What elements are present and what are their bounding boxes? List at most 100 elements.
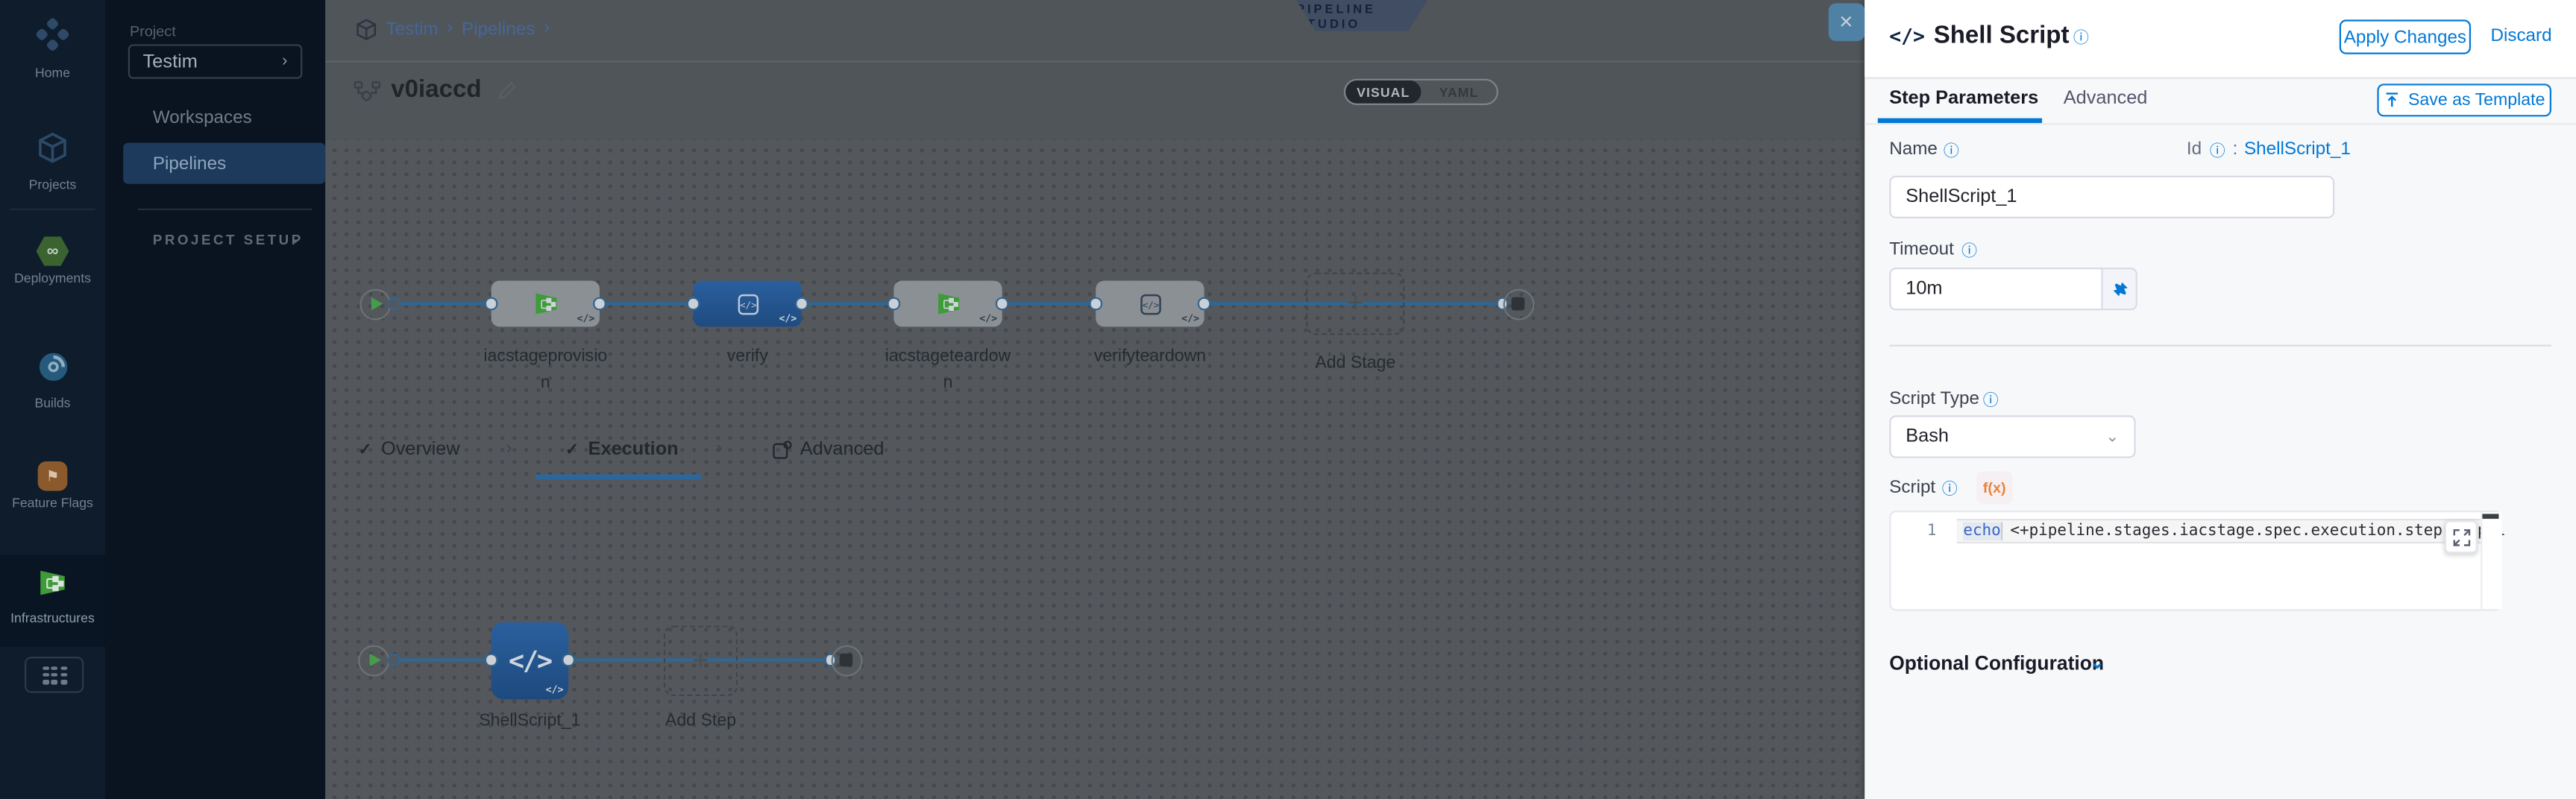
name-label: Name — [1889, 139, 1938, 160]
breadcrumb-bar: Testim › Pipelines › PIPELINE STUDIO — [325, 0, 1865, 61]
tab-execution[interactable]: Execution — [588, 440, 679, 460]
save-as-template-button[interactable]: Save as Template — [2377, 83, 2551, 117]
info-icon[interactable]: ⓘ — [2209, 142, 2225, 161]
sidebar-item-label: Projects — [28, 177, 77, 192]
tab-step-parameters[interactable]: Step Parameters — [1889, 88, 2039, 109]
apply-changes-button[interactable]: Apply Changes — [2339, 19, 2472, 54]
sidebar-item-label: Infrastructures — [10, 610, 95, 626]
pin-icon — [2112, 281, 2127, 296]
link-dot — [485, 297, 497, 310]
chevron-down-icon[interactable]: ⌄ — [289, 230, 302, 247]
close-drawer-button[interactable]: ✕ — [1827, 2, 1865, 40]
visual-yaml-toggle: VISUAL YAML — [1343, 78, 1498, 105]
project-selector[interactable]: Testim › — [128, 44, 303, 79]
stage-label[interactable]: verify — [726, 346, 768, 367]
sidebar-item-home[interactable]: Home — [0, 16, 105, 80]
stage-label[interactable]: iacstageprovision — [483, 346, 608, 394]
custom-stage-icon: </> — [1140, 293, 1160, 315]
sidebar-item-deployments[interactable]: ∞ Deployments — [0, 236, 105, 285]
editor-code-line[interactable]: echo <+pipeline.stages.iacstage.spec.exe… — [1963, 522, 2481, 540]
link-dot — [562, 654, 575, 666]
info-icon[interactable]: ⓘ — [1961, 243, 1978, 262]
project-setup-section[interactable]: PROJECT SETUP — [152, 231, 304, 248]
stage-node-iacstageprovision[interactable]: </> — [491, 280, 600, 327]
check-icon: ✓ — [565, 441, 579, 460]
timeout-input[interactable]: 10m — [1889, 268, 2103, 311]
deployments-icon: ∞ — [36, 236, 69, 266]
sidebar-item-infrastructures[interactable]: Infrastructures — [0, 568, 105, 625]
code-badge-icon: </> — [779, 312, 797, 325]
editor-overview-ruler[interactable] — [2481, 512, 2502, 610]
sidebar-item-workspaces[interactable]: Workspaces — [152, 108, 252, 128]
step-node-shellscript[interactable]: </> </> — [491, 622, 569, 699]
code-badge-icon: </> — [979, 312, 998, 325]
sidebar-item-builds[interactable]: Builds — [0, 351, 105, 411]
breadcrumb-project-link[interactable]: Testim — [386, 19, 439, 40]
tab-advanced[interactable]: Advanced — [799, 440, 885, 460]
drawer-title: Shell Script — [1933, 21, 2070, 50]
code-badge-icon: </> — [1181, 312, 1200, 325]
stage-label[interactable]: iacstageteardown — [885, 346, 1011, 394]
stage-node-verify-selected[interactable]: </> </> — [693, 280, 802, 327]
runtime-input-pin-button[interactable] — [2102, 268, 2137, 311]
active-tab-underline — [535, 474, 702, 479]
breadcrumb-pipelines-link[interactable]: Pipelines — [461, 19, 535, 40]
add-step-label[interactable]: Add Step — [665, 710, 737, 731]
add-step-button[interactable]: + — [663, 625, 738, 696]
module-grid-button[interactable] — [25, 657, 84, 693]
id-value-link[interactable]: ShellScript_1 — [2244, 139, 2351, 160]
chevron-right-icon: › — [447, 18, 453, 38]
info-icon[interactable]: ⓘ — [1943, 142, 1959, 161]
chevron-right-icon: › — [282, 52, 288, 71]
toggle-yaml[interactable]: YAML — [1439, 84, 1479, 100]
pipeline-studio-badge: PIPELINE STUDIO — [1296, 0, 1427, 31]
upload-icon — [2386, 92, 2398, 107]
code-keyword: echo — [1963, 522, 2001, 540]
stop-icon — [1512, 297, 1525, 310]
builds-icon — [38, 353, 67, 382]
topbar-divider — [325, 60, 1865, 63]
active-module-highlight — [0, 555, 105, 647]
pipeline-end-node — [1503, 288, 1535, 320]
infrastructures-icon — [40, 570, 65, 596]
iacm-stage-icon — [535, 293, 556, 315]
script-type-value: Bash — [1906, 426, 1950, 447]
pipeline-canvas[interactable]: </> </> </> </> </> </> + — [325, 139, 1865, 799]
stage-label[interactable]: verifyteardown — [1093, 346, 1207, 367]
edit-pencil-icon[interactable] — [497, 80, 517, 100]
add-stage-button[interactable]: + — [1306, 272, 1405, 335]
editor-expand-button[interactable] — [2444, 520, 2478, 554]
expression-fx-button[interactable]: f(x) — [1976, 471, 2013, 505]
info-icon[interactable]: ⓘ — [1982, 392, 1999, 411]
tab-advanced[interactable]: Advanced — [2063, 88, 2148, 109]
add-stage-label[interactable]: Add Stage — [1315, 353, 1396, 373]
code-text: <+pipeline.stages.iacstage.spec.executio… — [2000, 522, 2443, 540]
link-dot — [1198, 297, 1210, 310]
harness-logo-icon — [36, 18, 69, 51]
stage-node-verifyteardown[interactable]: </> </> — [1096, 280, 1204, 327]
feature-flags-icon: ⚑ — [37, 461, 68, 491]
sidebar-item-projects[interactable]: Projects — [0, 131, 105, 192]
play-icon — [369, 653, 382, 666]
editor-line-number: 1 — [1926, 522, 1937, 540]
tab-overview[interactable]: Overview — [381, 440, 460, 460]
sidebar-item-label: Deployments — [14, 271, 91, 286]
info-icon[interactable]: ⓘ — [1941, 481, 1958, 499]
link-dot — [593, 297, 606, 310]
sidebar-item-pipelines[interactable]: Pipelines — [123, 142, 326, 184]
link-dot — [1089, 297, 1102, 310]
optional-configuration-toggle[interactable]: Optional Configuration — [1889, 651, 2105, 675]
name-input[interactable]: ShellScript_1 — [1889, 175, 2335, 218]
stage-node-iacstageteardown[interactable]: </> — [893, 280, 1002, 327]
save-as-template-label: Save as Template — [2407, 90, 2545, 110]
link-dot — [996, 297, 1009, 310]
project-cube-icon — [356, 19, 377, 40]
toggle-visual[interactable]: VISUAL — [1345, 80, 1421, 104]
chevron-right-icon: › — [506, 438, 512, 458]
sidebar-item-feature-flags[interactable]: ⚑ Feature Flags — [0, 461, 105, 511]
step-label[interactable]: ShellScript_1 — [479, 710, 581, 731]
code-icon: </> — [1889, 25, 1925, 48]
script-type-select[interactable]: Bash ⌄ — [1889, 415, 2136, 458]
info-icon[interactable]: ⓘ — [2073, 29, 2089, 48]
discard-button[interactable]: Discard — [2490, 26, 2552, 46]
